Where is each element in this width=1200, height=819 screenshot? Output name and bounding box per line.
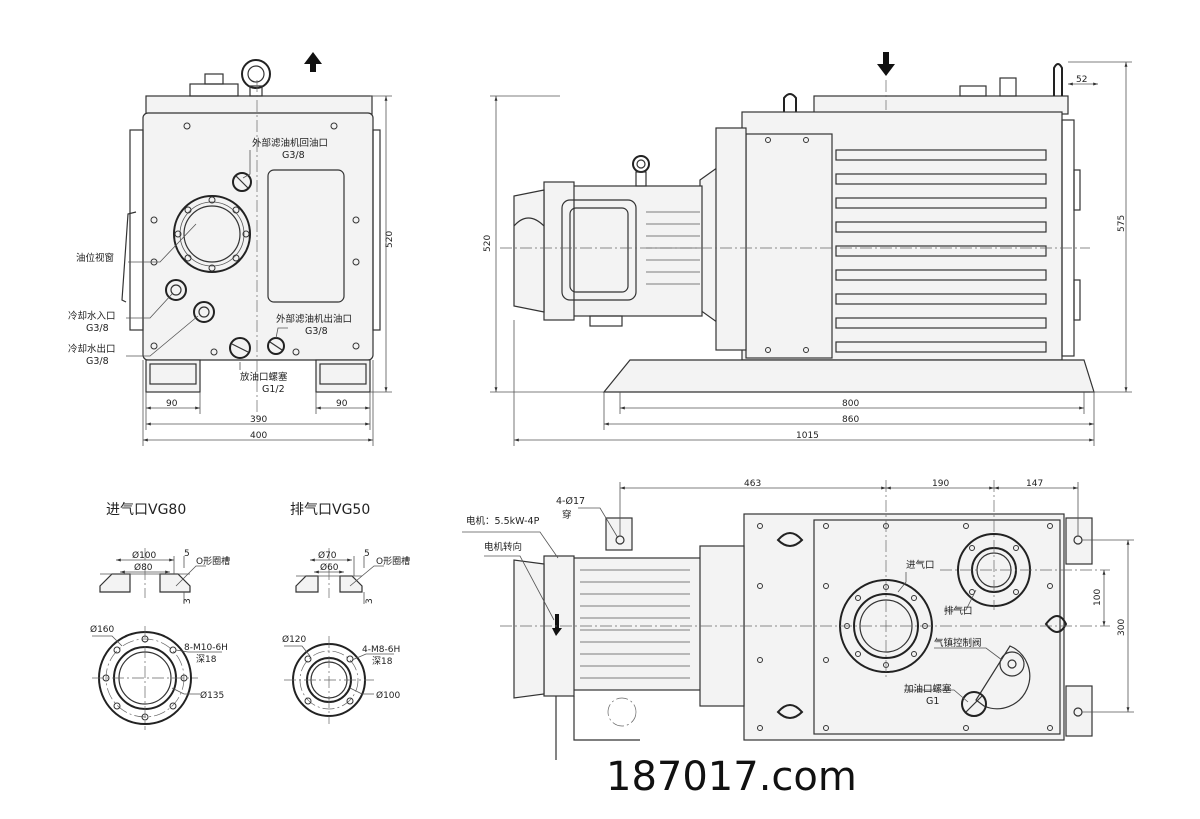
label-drain-plug: 放油口螺塞 — [240, 371, 288, 383]
dim-overall-width: 400 — [250, 431, 267, 441]
front-view: 外部滤油机回油口 G3/8 油位视窗 冷却水入口 G3/8 冷却水出口 G3/8… — [68, 52, 395, 446]
label-cooling-water-in: 冷却水入口 — [68, 310, 116, 322]
rotation-arrow-icon — [552, 614, 562, 636]
side-view: 520 575 52 800 860 1015 — [483, 52, 1132, 446]
inlet-d80: Ø80 — [134, 562, 153, 573]
inlet-oring: O形圈槽 — [196, 555, 230, 567]
label-holes-thru: 穿 — [562, 509, 572, 521]
dim-base-800: 800 — [842, 399, 859, 409]
label-holes: 4-Ø17 — [556, 496, 585, 507]
label-motor: 电机：5.5kW-4P — [466, 515, 540, 527]
label-cooling-water-in-thread: G3/8 — [86, 323, 109, 334]
label-ext-filter-return: 外部滤油机回油口 — [252, 137, 328, 149]
inlet-d135: Ø135 — [200, 690, 224, 701]
label-drain-plug-thread: G1/2 — [262, 384, 285, 395]
inlet-d5: 5 — [184, 549, 190, 559]
inlet-bolts: 8-M10-6H — [184, 643, 228, 653]
label-gas-ballast: 气镇控制阀 — [934, 637, 982, 649]
dim-front-height: 520 — [385, 231, 395, 248]
dim-147: 147 — [1026, 479, 1043, 489]
dim-side-height-left: 520 — [483, 235, 493, 252]
up-arrow-icon — [304, 52, 322, 72]
outlet-oring: O形圈槽 — [376, 555, 410, 567]
down-arrow-icon — [877, 52, 895, 76]
outlet-d100: Ø100 — [376, 690, 401, 701]
outlet-detail: 排气口VG50 Ø70 Ø60 5 O形圈槽 3 Ø — [282, 502, 410, 724]
label-cooling-water-out: 冷却水出口 — [68, 343, 116, 355]
inlet-d160: Ø160 — [90, 624, 115, 635]
dim-foot-left: 90 — [166, 399, 178, 409]
top-view: 463 190 147 100 300 4-Ø17 穿 电机：5.5kW-4P … — [462, 479, 1134, 760]
label-outlet: 排气口 — [944, 605, 973, 617]
label-ext-filter-outlet-thread: G3/8 — [305, 326, 328, 337]
label-ext-filter-return-thread: G3/8 — [282, 150, 305, 161]
outlet-d120: Ø120 — [282, 634, 307, 645]
dim-inner-width: 390 — [250, 415, 267, 425]
outlet-d60: Ø60 — [320, 562, 339, 573]
outlet-d70: Ø70 — [318, 550, 337, 561]
dim-side-height-right: 575 — [1117, 215, 1127, 232]
label-rotation: 电机转向 — [484, 541, 522, 553]
dim-190: 190 — [932, 479, 949, 489]
outlet-depth: 深18 — [372, 656, 393, 667]
gas-ballast-valve — [961, 645, 1031, 717]
label-inlet: 进气口 — [906, 559, 935, 571]
watermark: 187017.com — [606, 754, 857, 800]
dim-463: 463 — [744, 479, 761, 489]
label-cooling-water-out-thread: G3/8 — [86, 356, 109, 367]
inlet-d3: 3 — [183, 598, 193, 604]
inlet-title: 进气口VG80 — [106, 502, 186, 518]
dim-foot-right: 90 — [336, 399, 348, 409]
outlet-bolts: 4-M8-6H — [362, 645, 400, 655]
label-ext-filter-outlet: 外部滤油机出油口 — [276, 313, 352, 325]
dim-base-860: 860 — [842, 415, 859, 425]
dim-100: 100 — [1093, 589, 1103, 606]
label-oil-sight-glass: 油位视窗 — [76, 252, 114, 264]
dim-top-offset: 52 — [1076, 75, 1087, 85]
label-fill-plug-thread: G1 — [926, 696, 939, 707]
dim-300: 300 — [1117, 619, 1127, 636]
outlet-d3: 3 — [365, 598, 375, 604]
inlet-detail: 进气口VG80 Ø100 Ø80 5 O形圈槽 3 — [90, 502, 230, 730]
inlet-d100: Ø100 — [132, 550, 157, 561]
outlet-d5: 5 — [364, 549, 370, 559]
outlet-title: 排气口VG50 — [290, 502, 370, 518]
dim-overall-1015: 1015 — [796, 431, 819, 441]
label-fill-plug: 加油口螺塞 — [904, 683, 952, 695]
eye-bolt-icon — [241, 59, 271, 97]
inlet-depth: 深18 — [196, 654, 217, 665]
